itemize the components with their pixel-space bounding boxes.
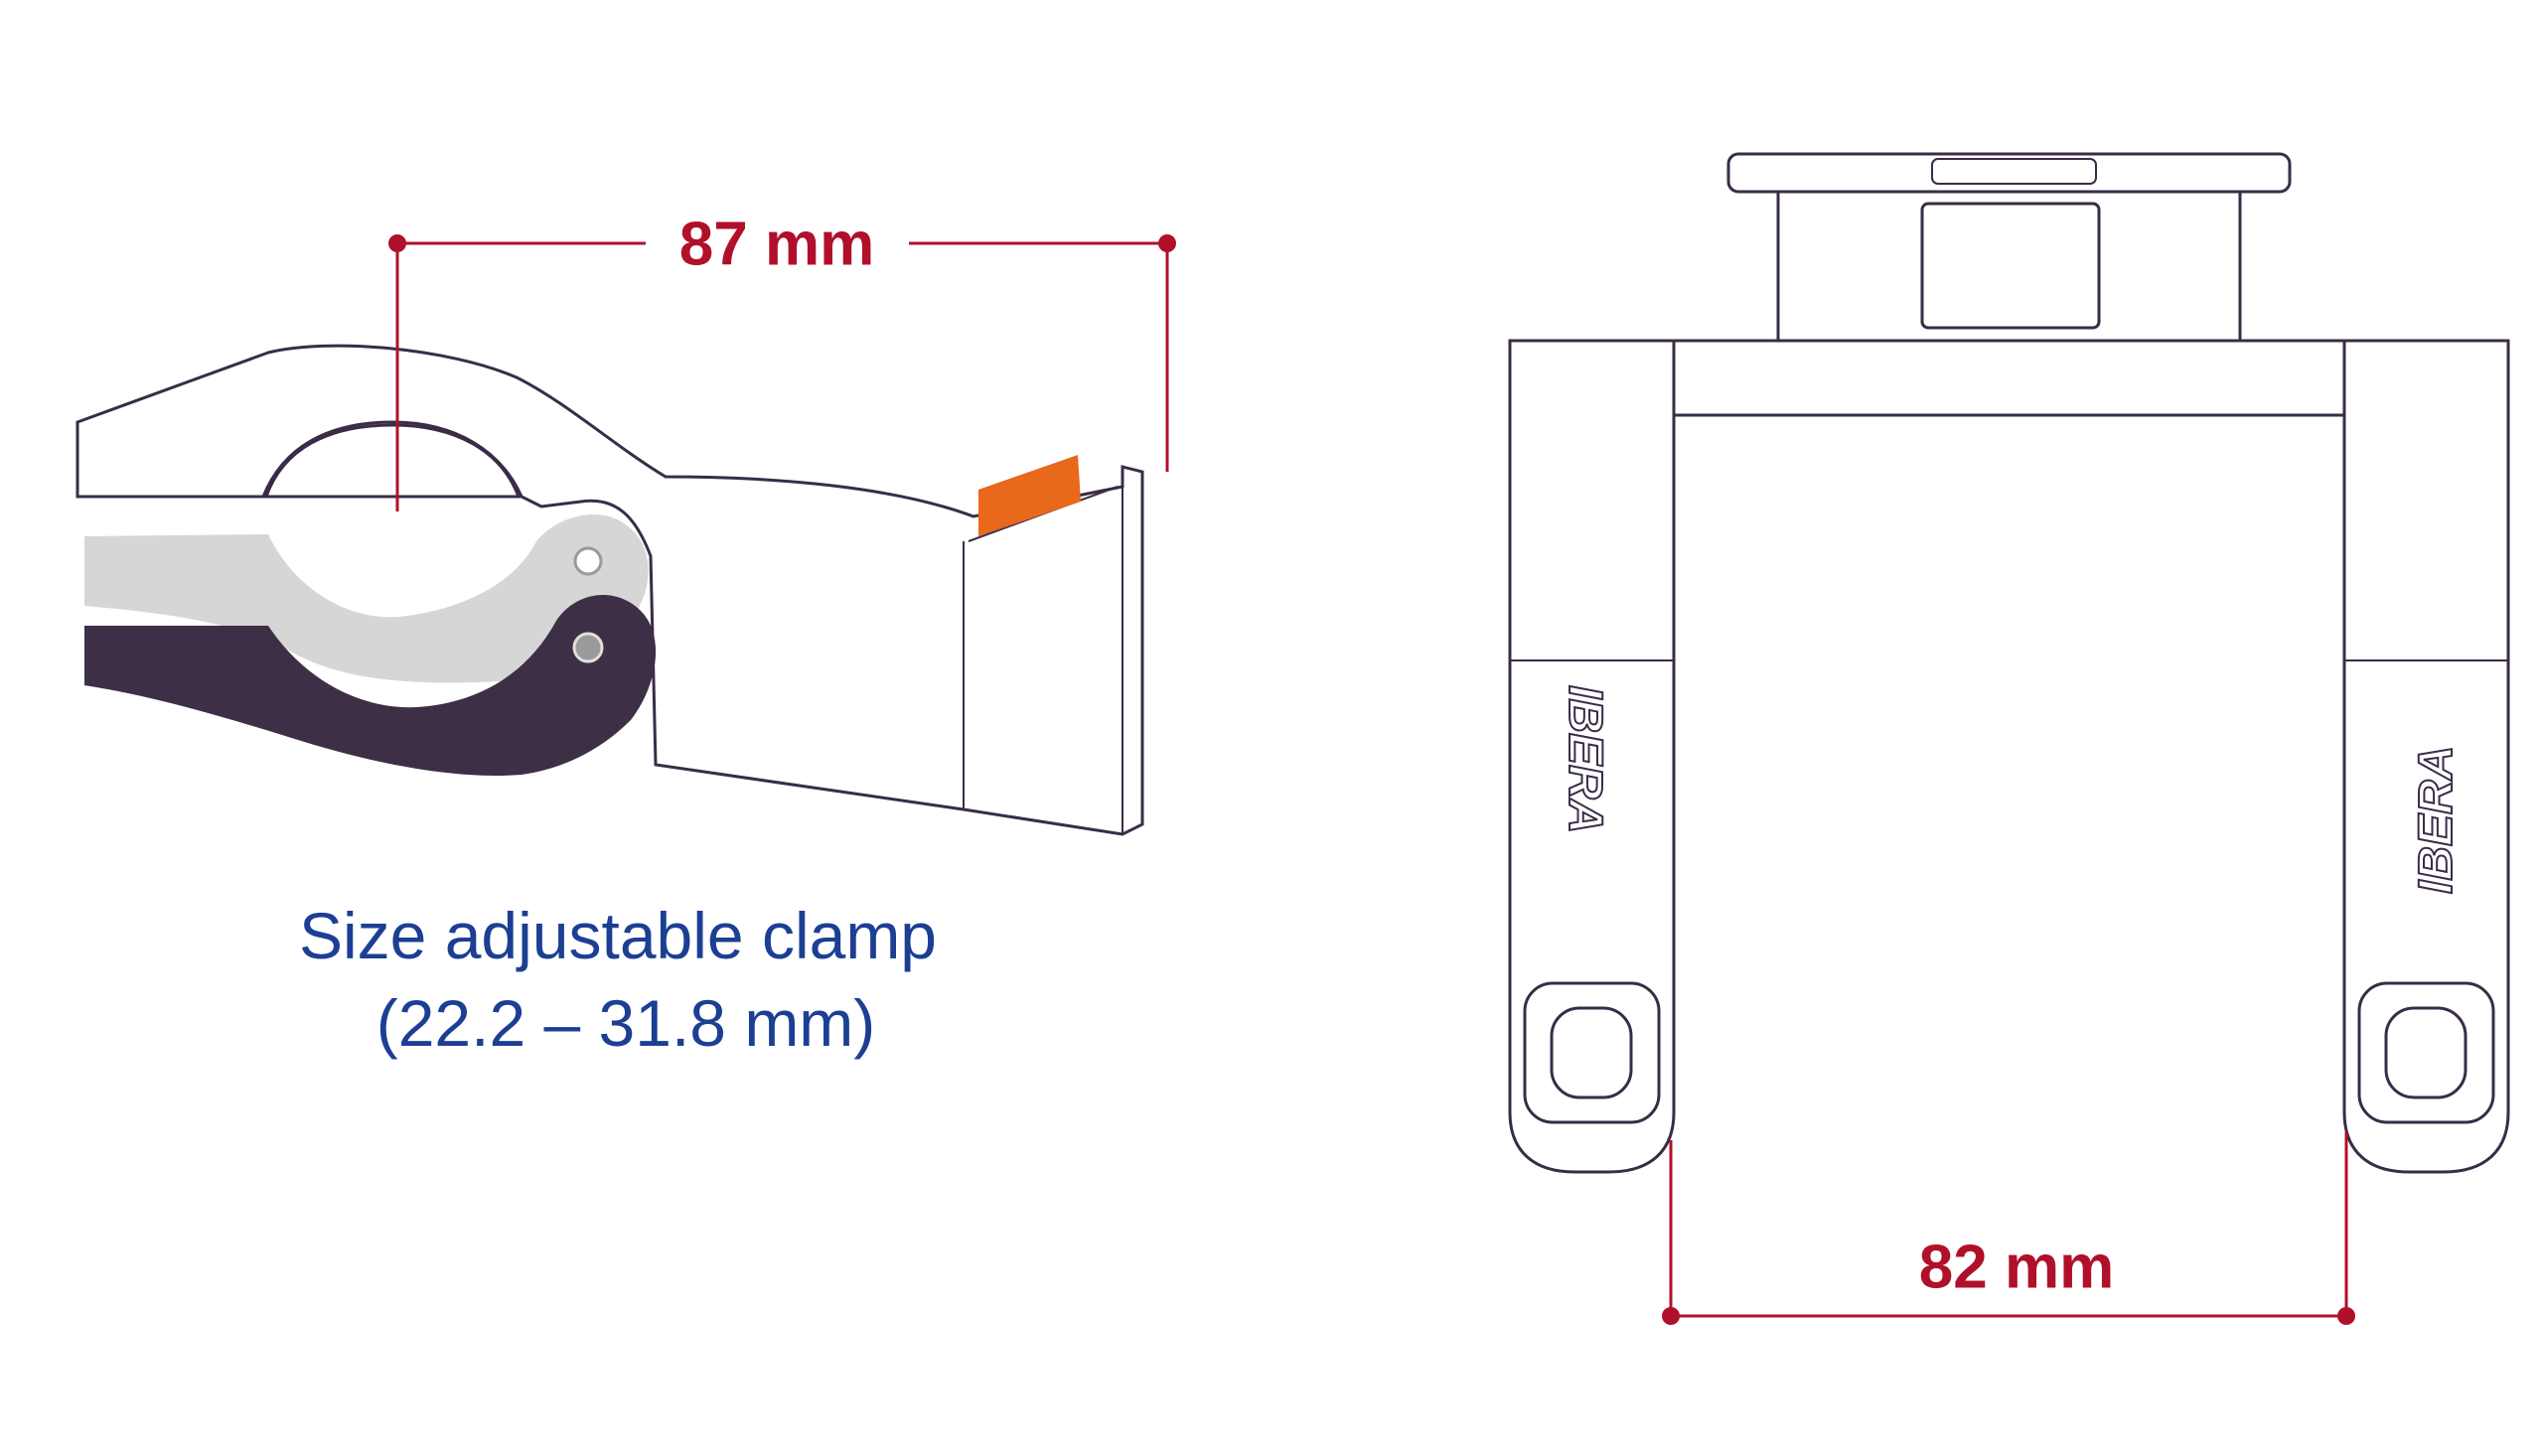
brand-logo-right: IBERA <box>2410 746 2463 894</box>
slot-right-inner <box>2384 1006 2468 1099</box>
clamp-side-view <box>75 344 1144 836</box>
pivot-pin-light <box>573 546 603 576</box>
dimension-87mm: 87 mm <box>388 210 1176 511</box>
clamp-jaw-open <box>84 513 649 683</box>
clamp-body <box>75 344 1144 836</box>
mount-front-view: IBERA IBERA <box>1508 152 2510 1174</box>
brand-logo-left: IBERA <box>1559 685 1611 833</box>
dim-dot-right <box>1158 234 1176 252</box>
clamp-pipe-hole <box>263 423 522 499</box>
dimension-label-87: 87 mm <box>679 210 874 278</box>
clamp-jaw-closed <box>84 594 657 776</box>
slot-left-inner <box>1550 1006 1633 1099</box>
mount-top-slot <box>1931 158 2097 185</box>
dim-dot-left <box>1662 1307 1680 1325</box>
dimension-label-82: 82 mm <box>1919 1233 2114 1301</box>
dimension-82mm: 82 mm <box>1662 1132 2355 1325</box>
clamp-caption: Size adjustable clamp (22.2 – 31.8 mm) <box>299 899 937 1060</box>
caption-line-1: Size adjustable clamp <box>299 899 937 972</box>
release-tab <box>978 455 1081 536</box>
dim-dot-right <box>2337 1307 2355 1325</box>
mount-leg-left <box>1508 339 1676 1174</box>
pivot-pin-dark <box>572 632 604 663</box>
caption-line-2: (22.2 – 31.8 mm) <box>376 986 876 1060</box>
mount-neck-block <box>1920 202 2101 330</box>
dim-dot-left <box>388 234 406 252</box>
mount-leg-right <box>2342 339 2510 1174</box>
